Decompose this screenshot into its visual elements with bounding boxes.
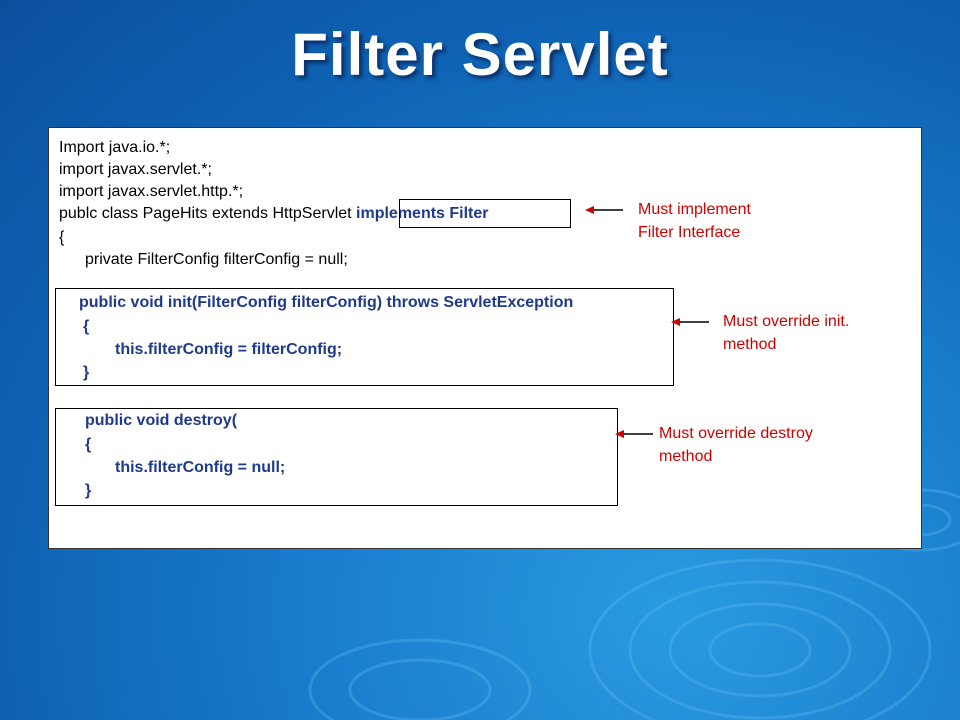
note-implement: Must implement Filter Interface bbox=[638, 198, 751, 244]
note-destroy-line1: Must override destroy bbox=[659, 425, 813, 442]
arrow-left-icon bbox=[671, 318, 709, 326]
code-line-6: private FilterConfig filterConfig = null… bbox=[85, 251, 348, 268]
implements-highlight-box bbox=[399, 199, 571, 228]
init-close-brace: } bbox=[83, 364, 90, 381]
destroy-open-brace: { bbox=[85, 436, 92, 453]
note-init-line2: method bbox=[723, 336, 777, 353]
implements-filter: implements Filter bbox=[356, 205, 489, 222]
arrow-left-icon bbox=[585, 206, 623, 214]
init-body: this.filterConfig = filterConfig; bbox=[115, 341, 343, 358]
note-init: Must override init. method bbox=[723, 310, 849, 356]
code-line-1: Import java.io.*; bbox=[59, 139, 171, 156]
destroy-signature: public void destroy( bbox=[85, 412, 238, 429]
note-implement-line1: Must implement bbox=[638, 201, 751, 218]
code-line-5: { bbox=[59, 229, 65, 246]
code-line-2: import javax.servlet.*; bbox=[59, 161, 212, 178]
destroy-close-brace: } bbox=[85, 482, 92, 499]
note-init-line1: Must override init. bbox=[723, 313, 850, 330]
init-open-brace: { bbox=[83, 318, 90, 335]
note-implement-line2: Filter Interface bbox=[638, 224, 741, 241]
note-destroy-line2: method bbox=[659, 448, 713, 465]
destroy-method-box bbox=[55, 408, 618, 506]
code-line-4: publc class PageHits extends HttpServlet… bbox=[59, 204, 489, 224]
class-declaration: publc class PageHits extends HttpServlet bbox=[59, 205, 357, 222]
slide-title: Filter Servlet bbox=[291, 21, 669, 88]
code-panel: Import java.io.*; import javax.servlet.*… bbox=[48, 127, 922, 549]
destroy-body: this.filterConfig = null; bbox=[115, 459, 286, 476]
arrow-left-icon bbox=[615, 430, 653, 438]
code-line-3: import javax.servlet.http.*; bbox=[59, 183, 244, 200]
init-method-box bbox=[55, 288, 674, 386]
note-destroy: Must override destroy method bbox=[659, 422, 813, 468]
init-signature: public void init(FilterConfig filterConf… bbox=[79, 294, 574, 311]
